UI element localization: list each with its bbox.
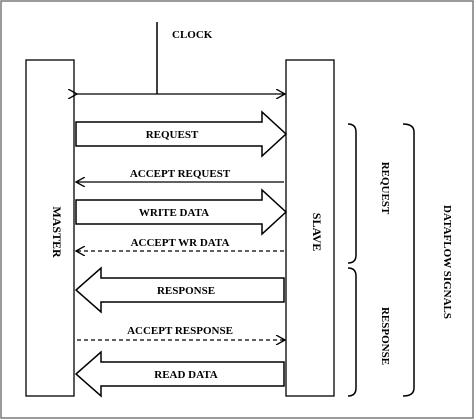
request-signal: REQUEST	[75, 110, 288, 158]
accept-request-label: ACCEPT REQUEST	[130, 168, 231, 180]
accept-response-label: ACCEPT RESPONSE	[127, 325, 233, 337]
response-signal: RESPONSE	[74, 266, 285, 314]
read-data-label: READ DATA	[154, 369, 218, 381]
request-block-arrow	[75, 110, 288, 158]
clock-signal: CLOCK	[156, 22, 213, 94]
response-label: RESPONSE	[157, 285, 215, 297]
write-data-label: WRITE DATA	[139, 207, 209, 219]
response-block-arrow	[74, 266, 285, 314]
accept-wr-data-signal: ACCEPT WR DATA	[77, 237, 284, 251]
accept-response-signal: ACCEPT RESPONSE	[77, 325, 284, 340]
accept-wr-data-label: ACCEPT WR DATA	[131, 237, 230, 249]
slave-block: SLAVE	[285, 59, 335, 397]
request-group-label: REQUEST	[379, 162, 391, 215]
response-group-brace: RESPONSE	[347, 267, 391, 397]
slave-label: SLAVE	[310, 213, 324, 251]
request-signal-label: REQUEST	[146, 129, 199, 141]
master-label: MASTER	[50, 206, 64, 258]
response-group-label: RESPONSE	[379, 307, 391, 365]
read-data-block-arrow	[74, 350, 285, 398]
clock-label: CLOCK	[172, 29, 213, 41]
accept-request-signal: ACCEPT REQUEST	[77, 168, 284, 182]
master-block: MASTER	[25, 59, 75, 397]
read-data-signal: READ DATA	[74, 350, 285, 398]
write-data-block-arrow	[75, 188, 288, 236]
request-group-brace: REQUEST	[347, 123, 391, 264]
dataflow-brace: DATAFLOW SIGNALS	[402, 123, 453, 397]
dataflow-label: DATAFLOW SIGNALS	[441, 205, 453, 319]
write-data-signal: WRITE DATA	[75, 188, 288, 236]
